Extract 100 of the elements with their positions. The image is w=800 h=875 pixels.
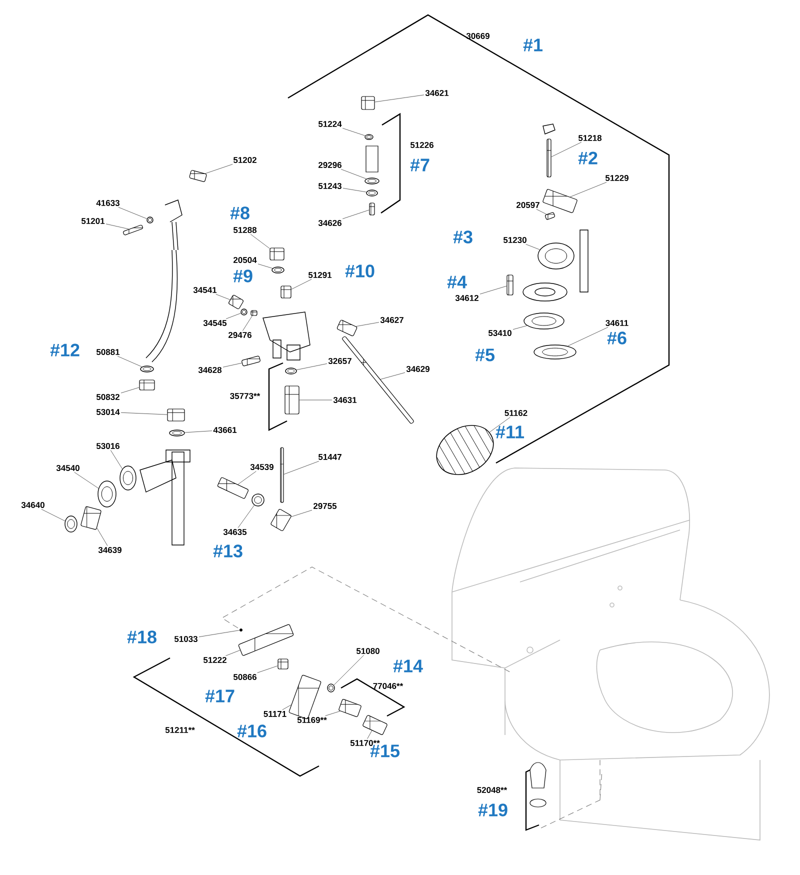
- part-number: 29476: [228, 332, 252, 338]
- part-drawing: [524, 312, 564, 330]
- part-number: 34635: [223, 529, 247, 536]
- leader-line: [512, 325, 528, 330]
- part-drawing: [546, 138, 552, 178]
- part-drawing: [327, 684, 335, 692]
- part-number: 34539: [250, 464, 274, 470]
- part-drawing: [139, 380, 155, 390]
- part-number: 34626: [318, 220, 342, 226]
- part-drawing: [120, 466, 136, 490]
- part-drawing: [189, 170, 207, 182]
- part-number: 53016: [96, 443, 120, 450]
- part-drawing: [272, 266, 284, 274]
- part-drawing: [284, 386, 300, 414]
- leader-line: [282, 704, 292, 710]
- leader-line: [184, 430, 212, 433]
- part-number: 51243: [318, 183, 342, 190]
- part-drawing: [169, 430, 185, 436]
- part-number: 53410: [488, 330, 512, 336]
- leader-line: [96, 528, 108, 546]
- leader-line: [257, 666, 278, 674]
- leader-line: [296, 363, 328, 370]
- callout-number: #17: [205, 690, 234, 702]
- part-number: 51222: [203, 657, 226, 663]
- part-drawing: [250, 310, 258, 316]
- part-number: 51230: [503, 237, 526, 244]
- part-drawing: [436, 425, 494, 475]
- leader-line: [225, 650, 240, 656]
- leader-line: [374, 94, 424, 102]
- leader-line: [238, 504, 255, 528]
- callout-number: #8: [230, 206, 250, 220]
- leader-line: [74, 472, 99, 489]
- leader-line: [41, 508, 66, 522]
- leader-line: [110, 450, 123, 470]
- callout-number: #9: [233, 270, 252, 282]
- part-drawing: [364, 178, 380, 184]
- part-number: 51201: [81, 218, 105, 224]
- part-drawing: [278, 658, 288, 670]
- part-drawing: [506, 274, 514, 296]
- part-number: 51224: [318, 121, 342, 127]
- callout-number: #4: [447, 276, 467, 288]
- leader-line: [342, 188, 367, 192]
- part-drawing: [270, 508, 292, 532]
- leader-line: [258, 264, 273, 269]
- callout-number: #19: [478, 804, 508, 816]
- part-number: 51226: [410, 142, 434, 148]
- callout-number: #10: [345, 264, 374, 278]
- part-number: 29755: [313, 503, 337, 509]
- part-number: 34621: [425, 90, 449, 96]
- leader-line: [222, 362, 242, 368]
- part-number: 77046**: [373, 683, 404, 689]
- part-drawing: [280, 447, 284, 503]
- part-number: 51033: [174, 636, 198, 642]
- part-drawing: [364, 134, 374, 140]
- leader-line: [325, 710, 340, 716]
- part-number: 51170**: [350, 740, 380, 746]
- leader-line: [380, 372, 406, 380]
- part-number: 51447: [318, 454, 342, 460]
- part-number: 52048**: [477, 787, 508, 793]
- part-number: 41633: [96, 200, 120, 206]
- leader-line: [334, 654, 364, 686]
- part-number: 51291: [308, 272, 332, 278]
- leader-line: [284, 460, 320, 475]
- callout-number: #7: [410, 158, 430, 172]
- leader-line: [570, 182, 607, 198]
- part-drawing: [252, 494, 264, 506]
- leader-line: [340, 168, 367, 180]
- part-number: 51080: [356, 648, 380, 654]
- leader-line: [198, 630, 240, 638]
- callout-number: #3: [453, 230, 472, 244]
- part-number: 51171: [264, 711, 286, 717]
- callout-number: #13: [213, 544, 242, 558]
- leader-line: [205, 164, 233, 174]
- leader-line: [480, 286, 507, 294]
- leader-line: [551, 142, 582, 158]
- part-drawing: [366, 190, 378, 196]
- part-drawing: [98, 480, 116, 508]
- leader-line: [120, 387, 140, 394]
- callout-number: #1: [523, 38, 543, 52]
- callout-number: #18: [127, 630, 156, 644]
- part-drawing: [545, 212, 555, 220]
- part-drawing: [140, 366, 154, 372]
- part-number: 34631: [333, 397, 357, 404]
- callout-number: #16: [237, 724, 266, 738]
- leader-line: [291, 510, 312, 517]
- part-number: 51229: [605, 175, 628, 181]
- part-number: 34629: [406, 366, 430, 372]
- part-number: 51288: [233, 227, 257, 233]
- leader-line: [117, 356, 142, 368]
- part-drawing: [123, 224, 143, 236]
- leader-line: [238, 470, 256, 485]
- part-drawing: [146, 216, 154, 224]
- part-number: 34545: [203, 320, 227, 326]
- part-drawing: [217, 477, 249, 499]
- part-number: 34541: [193, 287, 217, 294]
- callout-number: #5: [475, 348, 495, 362]
- callout-number: #15: [370, 744, 400, 758]
- leader-line: [106, 224, 130, 230]
- leader-line: [526, 244, 540, 250]
- part-drawing: [338, 699, 362, 717]
